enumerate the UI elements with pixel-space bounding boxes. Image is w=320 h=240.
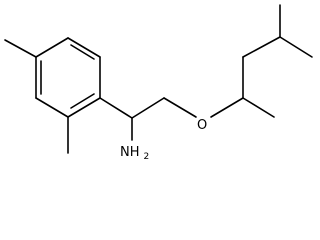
ring-bond-6 <box>35 37 69 58</box>
para-methyl-bond <box>4 39 37 58</box>
ch-methyl-bond <box>242 97 275 118</box>
ring-inner-bond-1 <box>70 44 95 60</box>
ring-bond-3 <box>67 97 101 118</box>
chemical-structure: O NH 2 <box>4 4 313 162</box>
amine-subscript-label: 2 <box>144 152 150 162</box>
beta-carbon-to-oxygen-bond <box>163 97 197 118</box>
ch2-to-isopropyl-bond <box>242 36 281 58</box>
amine-atom-label: NH 2 <box>120 143 149 162</box>
oxygen-atom-label: O <box>197 118 207 133</box>
ring-to-alpha-carbon-bond <box>99 97 133 119</box>
ring-inner-bond-2 <box>70 93 95 109</box>
ring-bond-4 <box>35 97 69 118</box>
ring-bond-1 <box>67 37 101 58</box>
alpha-to-beta-carbon-bond <box>131 97 165 119</box>
amine-nh-label: NH <box>120 145 140 160</box>
oxygen-to-ch-bond <box>210 97 244 118</box>
benzene-ring <box>35 37 101 118</box>
isopropyl-methyl-right-bond <box>279 36 313 58</box>
